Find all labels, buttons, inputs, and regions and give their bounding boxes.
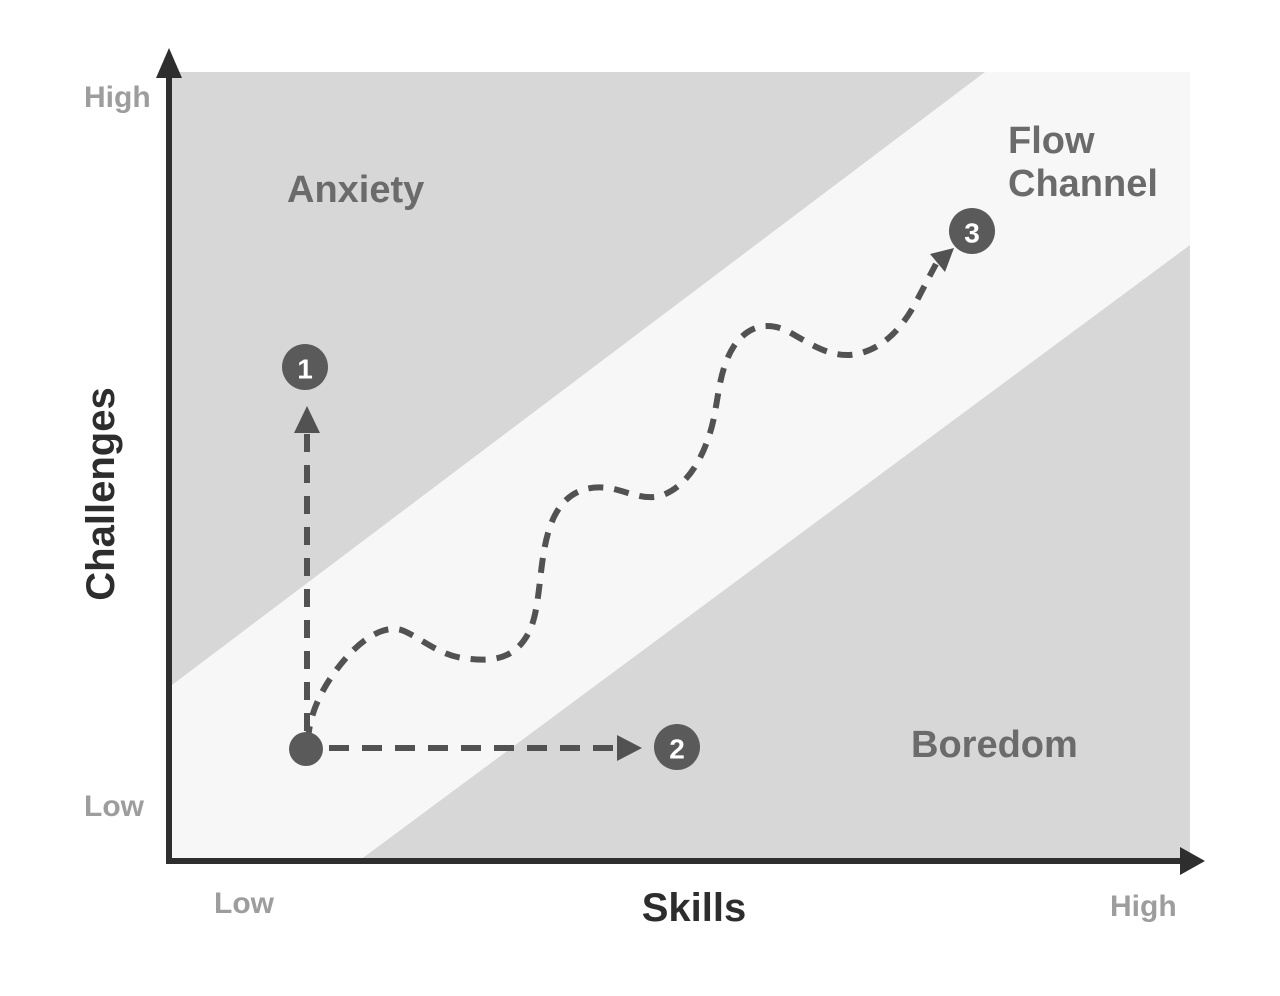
x-axis-title: Skills — [642, 886, 747, 930]
y-axis-title: Challenges — [79, 387, 123, 600]
boredom-region — [360, 245, 1190, 860]
flow-path-arrowhead — [930, 248, 954, 272]
flow-channel-label-line1: Flow — [1008, 120, 1095, 162]
anxiety-region — [172, 72, 985, 685]
flow-path — [305, 262, 939, 742]
boredom-label: Boredom — [911, 724, 1078, 766]
x-axis-line — [166, 858, 1188, 864]
marker-3-number: 3 — [964, 218, 980, 249]
y-axis-high-label: High — [84, 81, 151, 114]
start-dot — [289, 732, 323, 766]
x-axis-high-label: High — [1110, 890, 1177, 923]
x-axis-arrowhead — [1180, 847, 1205, 875]
anxiety-label: Anxiety — [287, 169, 424, 211]
marker-2 — [654, 724, 700, 770]
y-axis-arrowhead — [156, 48, 182, 78]
x-axis-low-label: Low — [214, 887, 275, 920]
marker-1-number: 1 — [297, 354, 313, 385]
arrow-to-marker-1-head — [294, 406, 320, 433]
marker-2-number: 2 — [669, 734, 685, 765]
y-axis-line — [166, 70, 172, 864]
marker-3 — [949, 208, 995, 254]
flow-channel-label-line2: Channel — [1008, 163, 1158, 205]
arrow-to-marker-2-head — [617, 735, 642, 761]
marker-1 — [282, 344, 328, 390]
y-axis-low-label: Low — [84, 790, 145, 823]
